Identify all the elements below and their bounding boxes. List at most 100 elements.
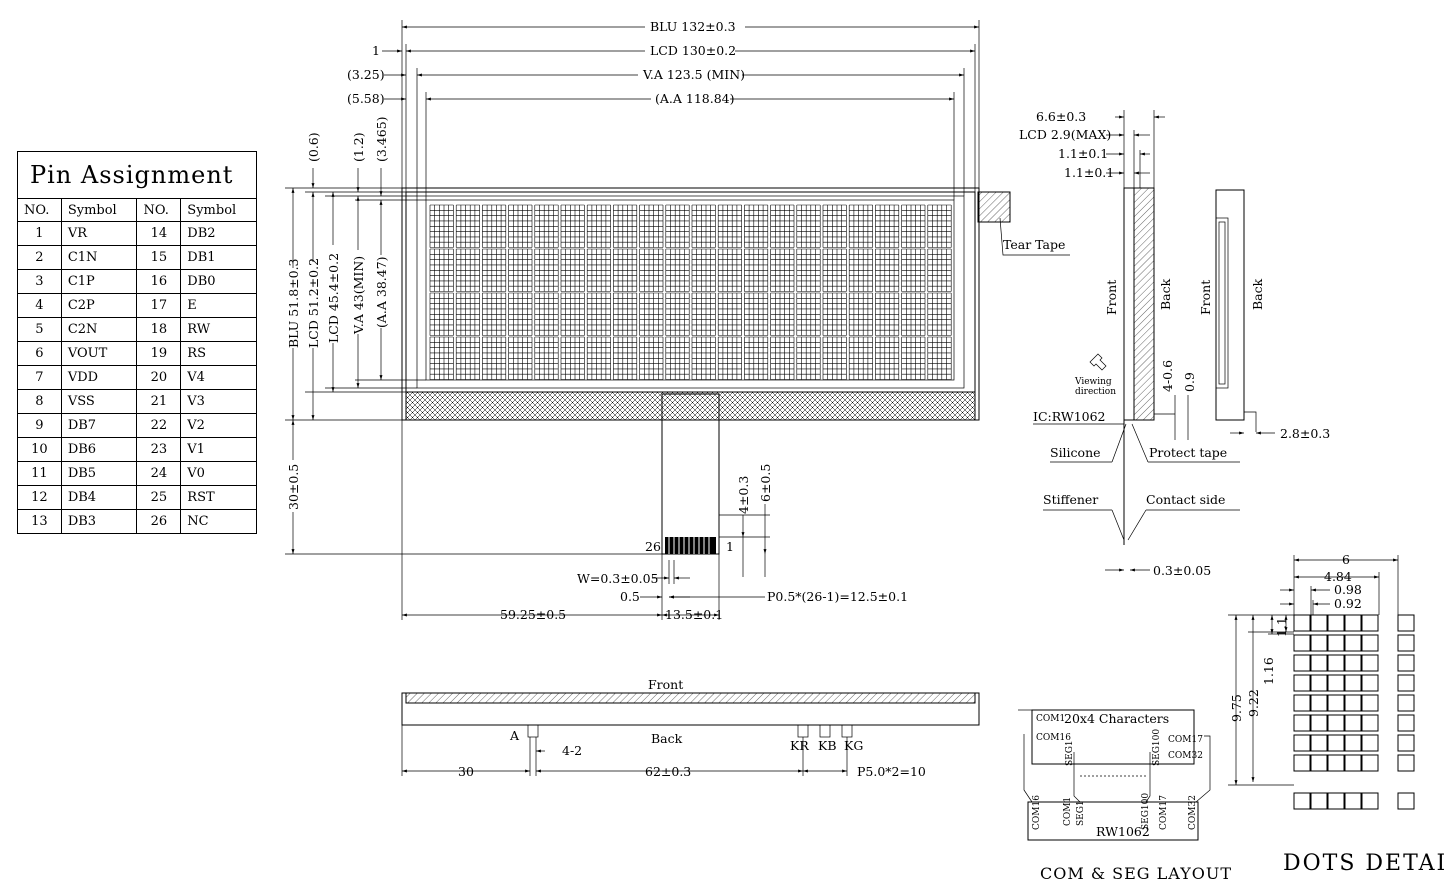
pin-number: 22 (136, 413, 182, 438)
dots-0-92: 0.92 (1334, 596, 1362, 611)
dim-4: 4±0.3 (736, 476, 751, 514)
pin-symbol: C2P (60, 293, 138, 318)
pin-number: 14 (136, 221, 182, 246)
ic-label: IC:RW1062 (1033, 409, 1106, 424)
pin-symbol: E (180, 293, 257, 318)
pin-symbol: DB5 (60, 461, 138, 486)
pin-symbol: VDD (60, 365, 138, 390)
dot-cell (1327, 634, 1345, 652)
dot-cell (1361, 734, 1379, 752)
viewing-arrow-icon (1089, 353, 1107, 371)
pin-symbol: VSS (60, 389, 138, 414)
dot-cell (1361, 634, 1379, 652)
bottom-front-label: Front (648, 677, 683, 692)
dot-cell (1327, 734, 1345, 752)
dim-0-5: 0.5 (620, 589, 640, 604)
dot-cell (1344, 792, 1362, 810)
side-view: 6.6±0.3 LCD 2.9(MAX) 1.1±0.1 1.1±0.1 Fro… (1019, 109, 1330, 578)
layout-title: COM & SEG LAYOUT (1040, 864, 1232, 883)
dot-cell (1397, 714, 1415, 732)
dot-cell (1361, 614, 1379, 632)
dot-cell (1344, 634, 1362, 652)
dot-cell (1397, 792, 1415, 810)
dot-cell (1310, 694, 1328, 712)
dot-cell (1397, 614, 1415, 632)
side2-back: Back (1250, 278, 1265, 310)
protect-tape-label: Protect tape (1149, 445, 1227, 460)
pin-symbol: V4 (180, 365, 257, 390)
aa-width-dim: (A.A 118.84) (655, 91, 735, 106)
seg1-chip: SEG1 (1076, 800, 1086, 826)
dim-0-3: 0.3±0.05 (1153, 563, 1211, 578)
dot-cell (1310, 654, 1328, 672)
pin-number: 6 (17, 341, 62, 366)
dim-4-0-6: 4-0.6 (1160, 360, 1175, 392)
dot-cell (1293, 734, 1311, 752)
va-height-dim: V.A 43(MIN) (351, 256, 366, 335)
viewing-label: Viewing (1074, 377, 1112, 387)
dot-cell (1397, 734, 1415, 752)
dot-cell (1327, 714, 1345, 732)
pin-number: 9 (17, 413, 62, 438)
pin-table-title: Pin Assignment (17, 151, 257, 199)
stiffener-label: Stiffener (1043, 492, 1098, 507)
pin-number: 3 (17, 269, 62, 294)
dots-1-1: 1.1 (1274, 617, 1289, 637)
chars-label: 20x4 Characters (1064, 711, 1169, 726)
blu-width-dim: BLU 132±0.3 (650, 19, 736, 34)
dot-cell (1310, 614, 1328, 632)
dot-cell (1293, 754, 1311, 772)
pin-26-label: 26 (645, 539, 661, 554)
pin-1-label: 1 (726, 539, 734, 554)
com17-chip: COM17 (1159, 795, 1169, 830)
dots-9-22: 9.22 (1246, 689, 1261, 717)
com1-label: COM1 (1036, 714, 1065, 724)
character-grid (429, 204, 952, 380)
dot-cell (1310, 754, 1328, 772)
dot-cell (1344, 614, 1362, 632)
kg-label: KG (844, 738, 863, 753)
com16-label: COM16 (1036, 733, 1071, 743)
blu-height-dim: BLU 51.8±0.3 (286, 258, 301, 348)
seg1-label: SEG1 (1065, 740, 1075, 766)
com-seg-layout: COM1 20x4 Characters COM16 COM17 COM32 S… (1018, 709, 1232, 883)
pin-symbol: DB1 (180, 245, 257, 270)
dots-0-98: 0.98 (1334, 582, 1362, 597)
dot-cell (1327, 792, 1345, 810)
pin-symbol: VR (60, 221, 138, 246)
kr-label: KR (790, 738, 809, 753)
com1-chip: COM1 (1063, 797, 1073, 826)
dots-detail: 6 4.84 0.98 0.92 9.75 9.22 1.16 1.1 DOTS… (1228, 552, 1446, 876)
com16-chip: COM16 (1032, 795, 1042, 830)
side-back: Back (1158, 278, 1173, 310)
dots-4-84: 4.84 (1324, 569, 1352, 584)
dot-cell (1397, 674, 1415, 692)
dim-5-58: (5.58) (347, 91, 385, 106)
contact-side-label: Contact side (1146, 492, 1225, 507)
com32-label: COM32 (1168, 751, 1203, 761)
dot-cell (1310, 714, 1328, 732)
dot-cell (1327, 614, 1345, 632)
dot-cell (1293, 654, 1311, 672)
dot-cell (1327, 654, 1345, 672)
dot-cell (1327, 674, 1345, 692)
fpc-length-dim: 30±0.5 (286, 464, 301, 510)
dots-1-16: 1.16 (1261, 657, 1276, 685)
dot-cell (1361, 792, 1379, 810)
aa-height-dim: (A.A 38.47) (374, 256, 389, 328)
dot-cell (1293, 634, 1311, 652)
pin-number: 13 (17, 509, 62, 534)
pin-number: 12 (17, 485, 62, 510)
offset-dim: 59.25±0.5 (500, 607, 566, 622)
dot-cell (1327, 694, 1345, 712)
lcd-width-dim: LCD 130±0.2 (650, 43, 736, 58)
tear-tape (977, 191, 1011, 223)
pin-number: 7 (17, 365, 62, 390)
dot-cell (1293, 674, 1311, 692)
pin-symbol: DB0 (180, 269, 257, 294)
bottom-back-label: Back (651, 731, 683, 746)
